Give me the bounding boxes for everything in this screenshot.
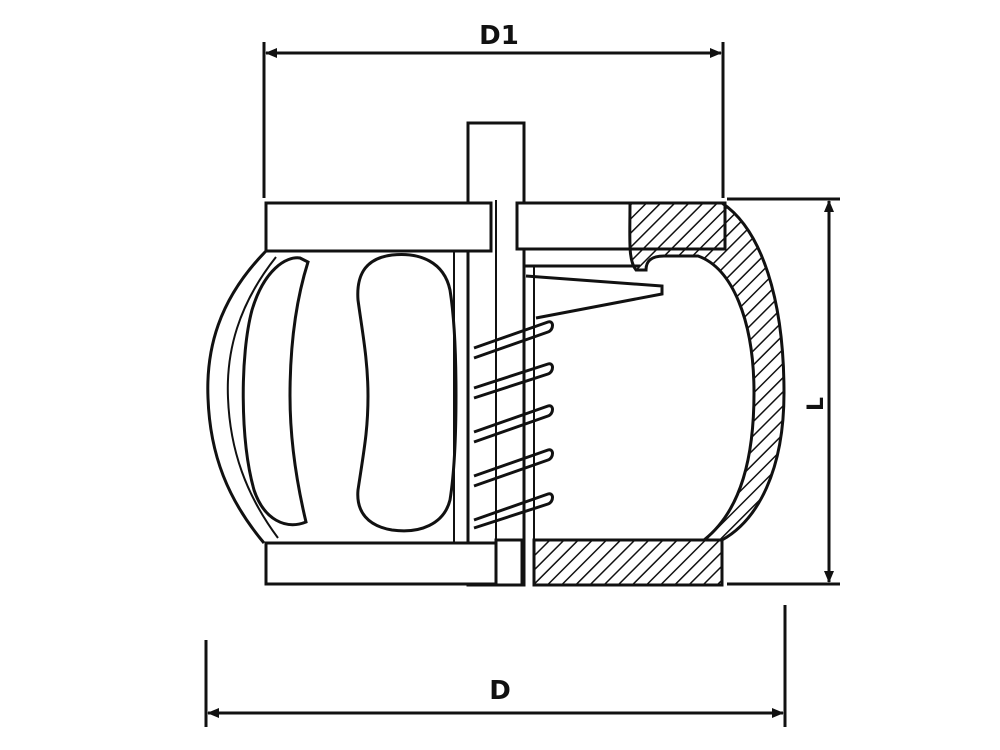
spring-retainer-cap bbox=[525, 274, 664, 320]
rubber-body-outline bbox=[206, 249, 268, 544]
top-plate-left bbox=[264, 201, 493, 253]
hatched-shell-section bbox=[628, 201, 786, 542]
spring-coil bbox=[473, 448, 554, 488]
d-label: D bbox=[489, 676, 511, 706]
d1-dimension: D1 bbox=[262, 21, 725, 198]
hatched-base-section bbox=[532, 538, 724, 587]
bottom-plate-step bbox=[494, 538, 524, 587]
d-dimension: D bbox=[204, 605, 787, 727]
coil-spring bbox=[473, 320, 554, 530]
rubber-rib-left bbox=[241, 256, 310, 527]
bottom-plate-left bbox=[264, 541, 500, 586]
rubber-body-inner-contour bbox=[226, 256, 279, 539]
spring-coil bbox=[473, 362, 554, 400]
spring-coil bbox=[473, 492, 554, 530]
l-label: L bbox=[804, 397, 829, 411]
rubber-rib-right bbox=[356, 252, 458, 533]
l-dimension: L bbox=[727, 197, 840, 586]
spring-coil bbox=[473, 404, 554, 444]
spring-coil bbox=[473, 320, 554, 360]
d1-label: D1 bbox=[479, 21, 519, 51]
